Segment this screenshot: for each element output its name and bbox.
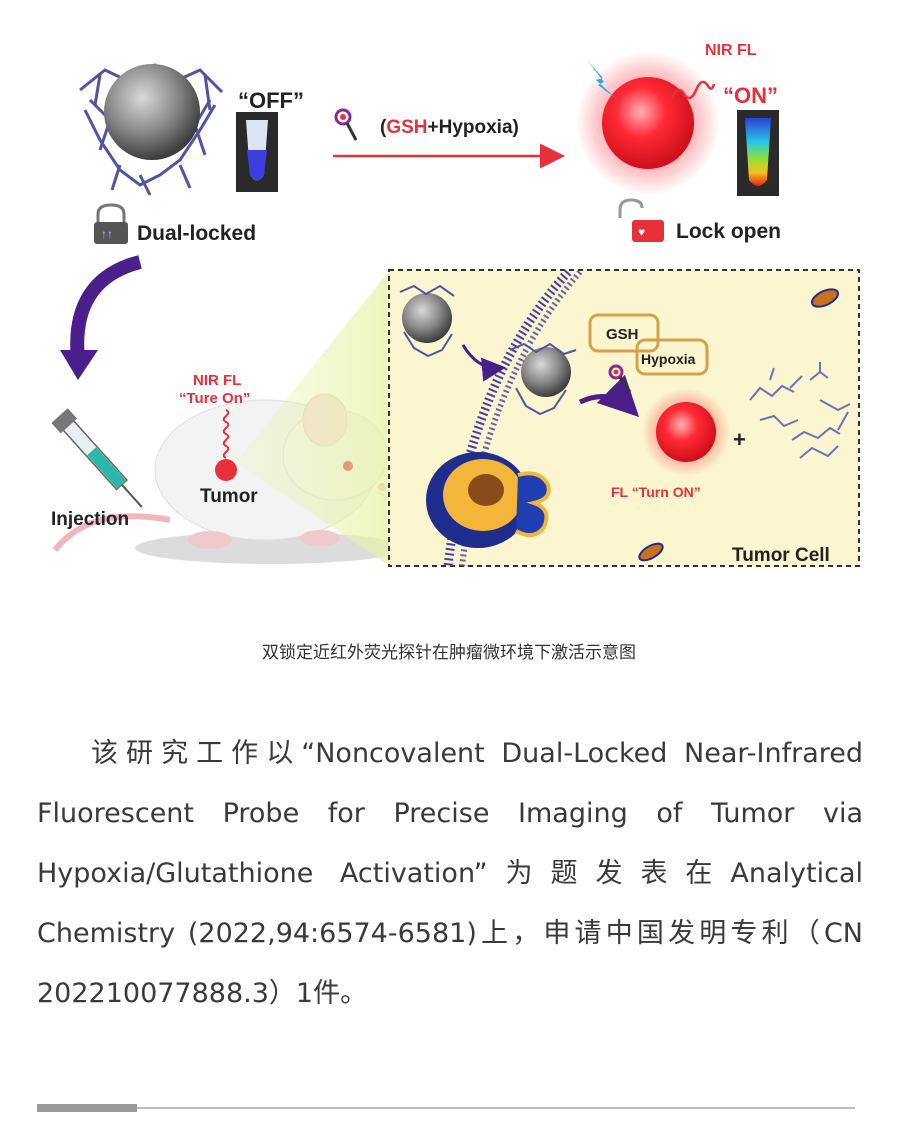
off-label: “OFF” (238, 88, 304, 113)
off-probe (79, 63, 224, 196)
nir-fl-mouse-label: NIR FL (193, 372, 241, 389)
gsh-box-label: GSH (606, 326, 639, 343)
gsh-box (588, 313, 660, 353)
outside-probe (399, 284, 455, 358)
section-divider (37, 1107, 855, 1109)
key-icon-cell (608, 364, 632, 393)
lock-closed-icon: ↑↑ (94, 203, 128, 244)
lock-open-label: Lock open (676, 220, 781, 243)
off-tube-icon (236, 112, 278, 192)
lightning-icon (587, 60, 618, 100)
hypoxia-box-label: Hypoxia (641, 351, 696, 367)
section-divider-accent (37, 1104, 137, 1112)
svg-text:♥: ♥ (638, 225, 645, 239)
hypoxia-box (635, 338, 709, 376)
lock-open-icon: ♥ (618, 198, 664, 242)
probe-activation-schematic: “OFF” ↑↑ Dual-locked (GSH+Hypoxia) NIR F… (51, 42, 860, 567)
mouse-tail (52, 513, 171, 552)
tumor-cell-label: Tumor Cell (732, 545, 830, 566)
on-label: “ON” (723, 83, 778, 108)
key-icon (334, 108, 358, 141)
ture-on-label: “Ture On” (179, 390, 250, 407)
gray-nanoparticle-icon (104, 64, 200, 160)
dual-locked-label: Dual-locked (137, 222, 256, 245)
nucleus-icon (426, 452, 551, 548)
released-cage-icon (749, 362, 851, 459)
syringe-icon (51, 408, 143, 508)
plus-sign: + (733, 427, 746, 452)
activation-arrow-cell (578, 374, 640, 418)
mitochondrion-icon (638, 288, 840, 562)
injection-label: Injection (51, 509, 129, 530)
cell-membrane (443, 268, 572, 567)
body-paragraph: 该研究工作以“Noncovalent Dual-Locked Near-Infr… (37, 738, 863, 1009)
tumor-label: Tumor (200, 486, 258, 507)
emission-wave-icon (670, 80, 716, 100)
inside-probe (509, 342, 577, 416)
zoom-beam (236, 270, 390, 566)
on-tube-icon (737, 110, 779, 196)
nir-fl-top-label: NIR FL (705, 42, 757, 59)
figure-caption: 双锁定近红外荧光探针在肿瘤微环境下激活示意图 (262, 643, 636, 663)
cell-red-nanoparticle-icon (656, 402, 716, 462)
cage-icon (79, 63, 224, 196)
mouse-emission-icon (222, 409, 230, 459)
trigger-label: (GSH+Hypoxia) (380, 117, 519, 138)
tumor-spot (215, 459, 237, 481)
svg-text:↑↑: ↑↑ (101, 227, 113, 241)
red-nanoparticle-icon (602, 77, 694, 169)
fl-turn-on-label: FL “Turn ON” (611, 484, 701, 500)
injection-arrow-icon (70, 255, 142, 361)
uptake-arrow (461, 344, 506, 382)
